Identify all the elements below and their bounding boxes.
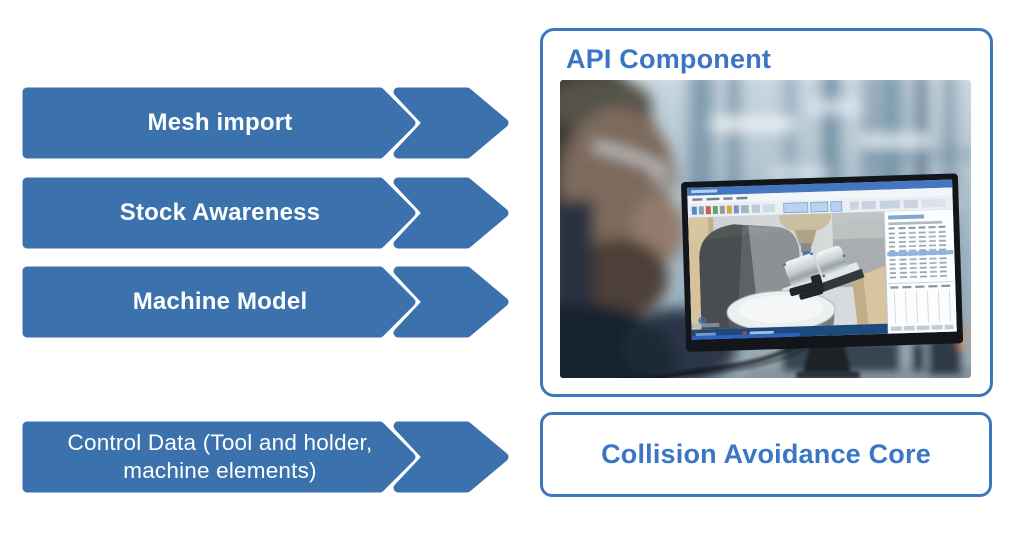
engineer-silhouette	[560, 80, 747, 378]
api-component-title: API Component	[566, 44, 772, 74]
arrow-shape-icon	[22, 421, 509, 493]
collision-avoidance-core-box: Collision Avoidance Core	[540, 412, 992, 497]
monitor	[681, 173, 964, 352]
cam-viewport	[688, 211, 888, 330]
arrow-label: Machine Model	[132, 288, 308, 315]
api-component-box: API Component	[540, 28, 993, 397]
arrow-mesh-import: Mesh import	[22, 87, 514, 159]
cam-simulation-photo	[560, 80, 971, 378]
data-table-panel	[883, 209, 957, 334]
arrow-label-line2: machine elements)	[123, 458, 317, 483]
arrow-shape-icon	[22, 266, 509, 338]
arrow-machine-model: Machine Model	[22, 266, 514, 338]
arrow-shape-icon	[22, 87, 509, 159]
cables	[619, 336, 811, 378]
arrow-label-line1: Control Data (Tool and holder,	[67, 429, 373, 455]
arrow-control-data: Control Data (Tool and holder, machine e…	[22, 421, 514, 493]
collision-avoidance-core-title: Collision Avoidance Core	[601, 439, 931, 469]
safety-glasses	[593, 143, 668, 175]
arrow-stock-awareness: Stock Awareness	[22, 177, 514, 249]
arrow-shape-icon	[22, 177, 509, 249]
arrow-label: Mesh import	[147, 109, 293, 136]
arrow-label: Control Data (Tool and holder, machine e…	[22, 421, 418, 493]
arrow-label: Stock Awareness	[119, 199, 321, 226]
